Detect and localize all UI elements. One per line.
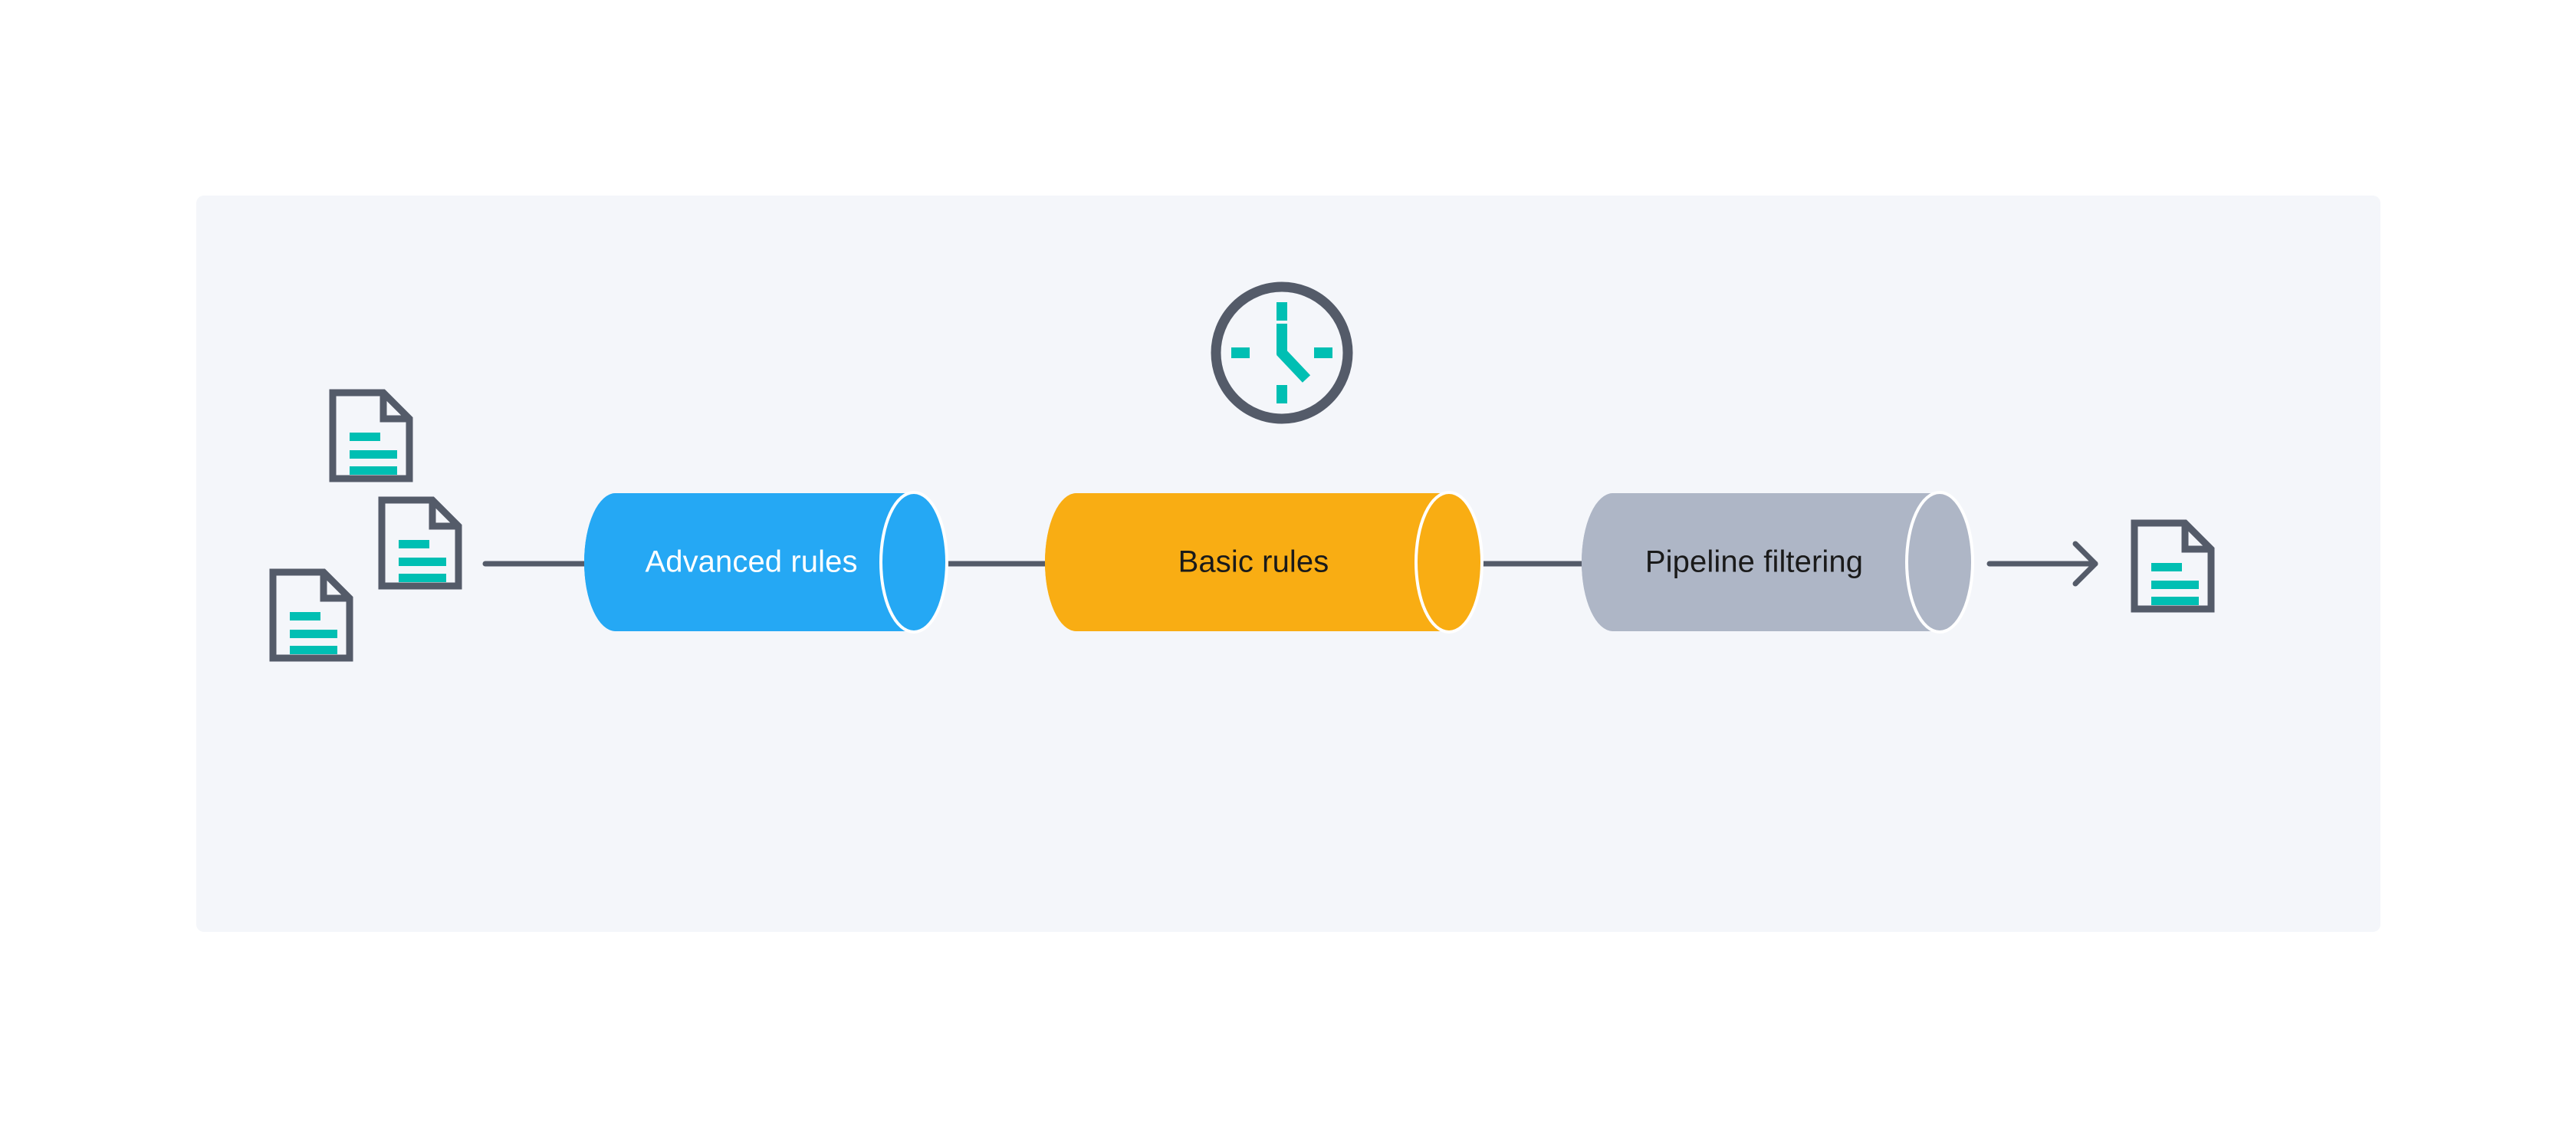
document-fold-corner — [320, 572, 350, 602]
document-text-line-2 — [2151, 581, 2199, 589]
stage-pipeline-filtering-body — [1582, 493, 1940, 631]
clock-tick-6 — [1276, 385, 1287, 403]
document-text-line-3 — [350, 466, 397, 475]
input-doc-bottom — [269, 568, 353, 662]
stage-pipeline-filtering-right-cap — [1908, 494, 1971, 630]
clock-tick-marks — [1231, 302, 1332, 403]
input-doc-middle — [378, 496, 462, 590]
clock-icon — [1211, 281, 1353, 424]
document-text-line-3 — [399, 574, 446, 582]
clock-hands — [1276, 324, 1311, 383]
document-text-line-1 — [2151, 563, 2182, 571]
clock-hand-minute — [1276, 347, 1311, 383]
document-text-line-3 — [290, 646, 337, 654]
flow-arrow-head — [2072, 541, 2098, 587]
document-text-line-1 — [399, 540, 429, 548]
connector-lines — [482, 541, 2098, 587]
document-text-line-2 — [350, 450, 397, 459]
document-fold-corner — [2181, 523, 2211, 553]
clock-tick-9 — [1231, 347, 1250, 358]
stage-basic-rules[interactable] — [1045, 491, 1484, 634]
input-doc-top — [329, 389, 413, 482]
document-fold-corner — [429, 500, 458, 530]
document-icons — [269, 389, 2215, 662]
clock-tick-3 — [1314, 347, 1332, 358]
document-text-line-2 — [399, 558, 446, 566]
stage-pipeline-filtering[interactable] — [1582, 491, 1974, 634]
stage-basic-rules-right-cap — [1418, 494, 1480, 630]
pipeline-stages — [584, 491, 1974, 634]
stage-advanced-rules-body — [584, 493, 914, 631]
clock-ring — [1211, 281, 1353, 424]
stage-advanced-rules-right-cap — [882, 494, 945, 630]
document-text-line-3 — [2151, 597, 2199, 605]
document-text-line-1 — [290, 612, 320, 620]
stage-basic-rules-body — [1045, 493, 1449, 631]
document-text-line-2 — [290, 630, 337, 638]
clock-tick-12 — [1276, 302, 1287, 321]
stage-advanced-rules[interactable] — [584, 491, 948, 634]
document-fold-corner — [380, 393, 409, 423]
document-text-line-1 — [350, 433, 380, 441]
output-doc — [2131, 519, 2215, 613]
